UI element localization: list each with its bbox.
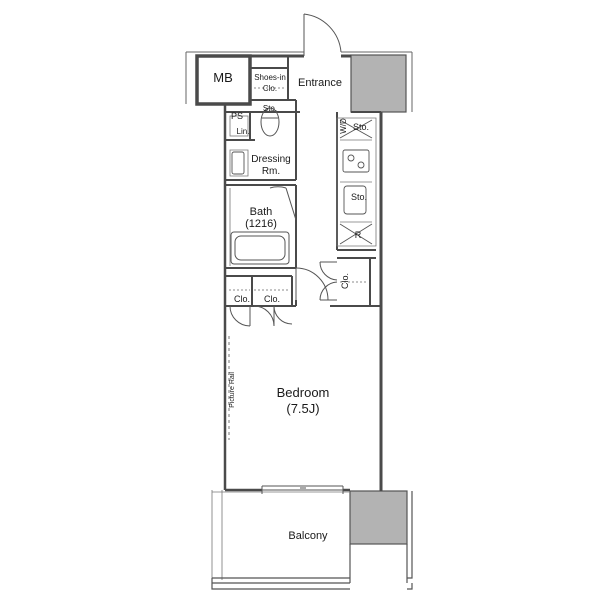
building-edge <box>185 51 413 112</box>
label-shoes-in: Shoes-in <box>254 73 286 82</box>
label-mb: MB <box>213 70 233 85</box>
label-bath-size: (1216) <box>245 218 277 230</box>
washbasin <box>231 151 245 175</box>
label-clo-left-2: Clo. <box>264 294 280 304</box>
label-sto-top: Sto. <box>263 104 277 113</box>
label-r: R <box>355 230 362 240</box>
doors <box>229 13 342 327</box>
column-bottom-right <box>349 490 408 545</box>
toilet <box>260 107 280 137</box>
columns <box>349 54 408 545</box>
label-wd: W/D <box>339 118 348 134</box>
label-balcony: Balcony <box>288 530 328 542</box>
label-shoes-in-clo: Clo. <box>263 84 277 93</box>
interior-walls <box>225 56 381 307</box>
label-bedroom: Bedroom <box>277 385 330 400</box>
column-top-right <box>350 54 407 113</box>
label-dressing: Dressing <box>251 154 290 165</box>
label-picture-rail: Picture Rail <box>229 372 236 408</box>
bathtub <box>230 231 290 265</box>
thin-lines <box>211 115 377 580</box>
label-lin: Lin. <box>237 127 250 136</box>
label-ps: PS <box>231 111 243 121</box>
label-dressing-rm: Rm. <box>262 166 280 177</box>
label-bath: Bath <box>250 206 273 218</box>
kitchen <box>339 119 373 245</box>
label-clo-left-1: Clo. <box>234 294 250 304</box>
hanger-rails <box>229 87 368 291</box>
label-sto-wd: Sto. <box>353 122 369 132</box>
bedroom-window <box>261 485 344 494</box>
label-sto-kitchen: Sto. <box>351 192 367 202</box>
label-bedroom-size: (7.5J) <box>286 401 319 416</box>
label-entrance: Entrance <box>298 77 342 89</box>
balcony-outline <box>211 491 413 590</box>
labels: MB Shoes-in Clo. Entrance PS Sto. Lin. D… <box>213 70 369 542</box>
label-clo-right: Clo. <box>340 273 350 289</box>
